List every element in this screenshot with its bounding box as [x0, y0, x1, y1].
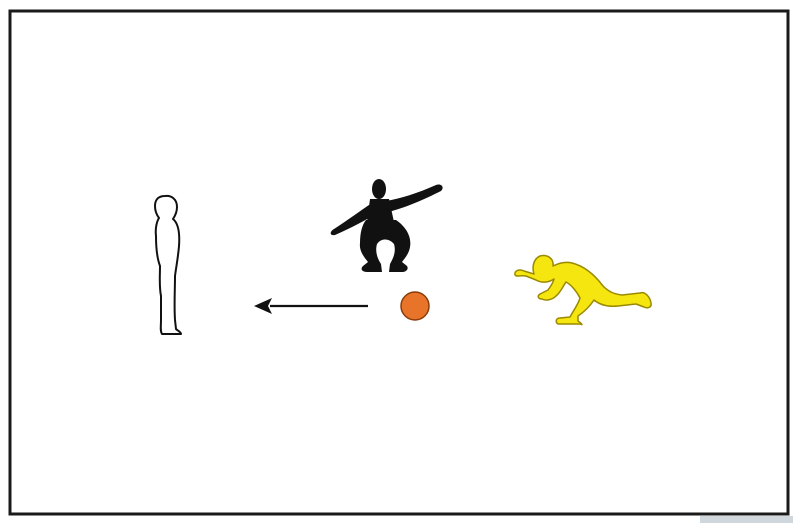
standing-person-outline-icon [155, 196, 181, 334]
lunging-pusher-icon [515, 256, 651, 325]
crouching-jumper-icon [331, 179, 443, 272]
frame-shadow [700, 516, 793, 523]
ball-icon [401, 292, 429, 320]
arrow-left-icon [254, 298, 272, 314]
